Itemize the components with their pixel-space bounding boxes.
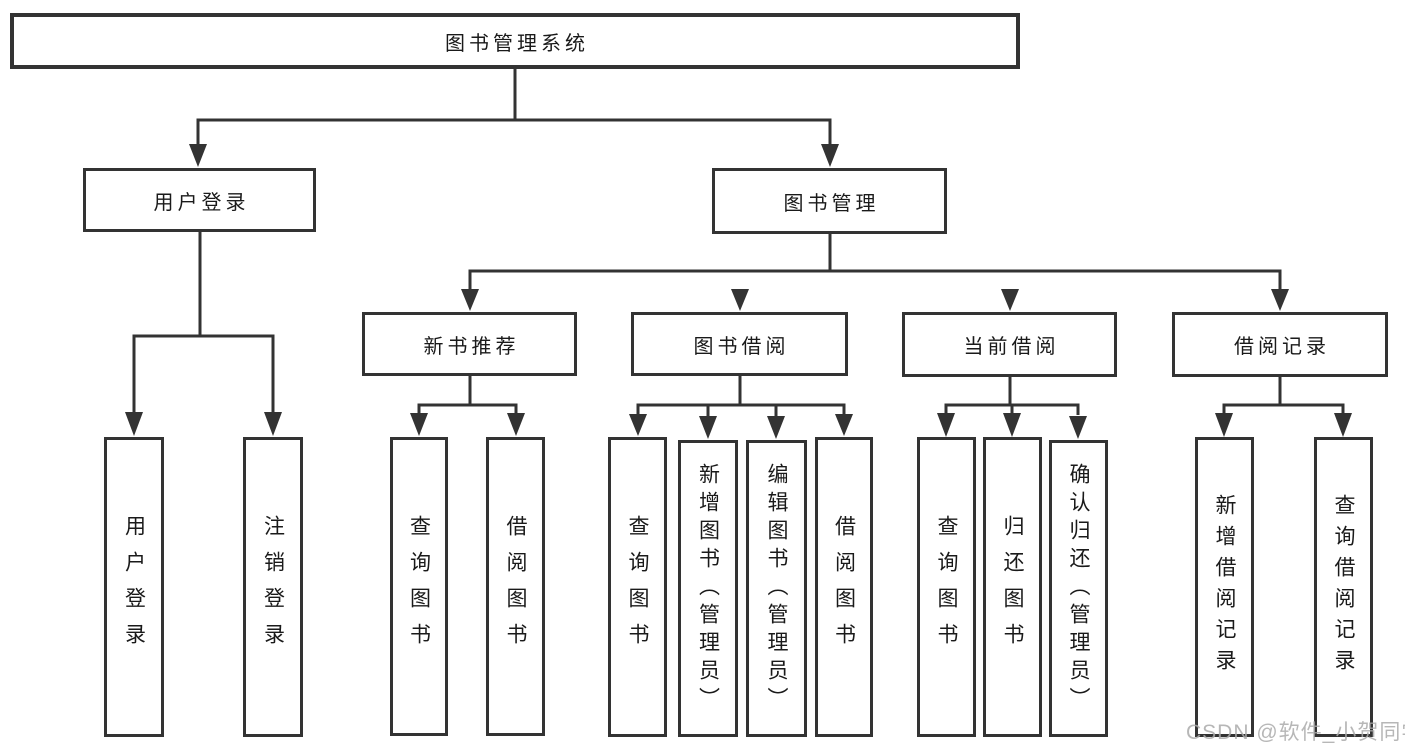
node-label: 借阅记录 — [1234, 336, 1330, 358]
node-label: 图书管理 — [783, 192, 880, 215]
leaf-borrow-books: 借阅图书 — [486, 437, 545, 736]
csdn-watermark: CSDN @软件_小贺同学 — [1186, 721, 1405, 744]
leaf-label: 查询借阅记录 — [1332, 494, 1355, 680]
connector-borrow-records-branch — [1222, 376, 1345, 415]
leaf-add-borrow-record: 新增借阅记录 — [1195, 437, 1254, 737]
arrowhead-icons — [125, 144, 1352, 439]
node-book-management: 图书管理 — [712, 168, 947, 234]
node-new-book-recommend: 新书推荐 — [362, 312, 577, 376]
leaf-return-books: 归还图书 — [983, 437, 1042, 737]
leaf-query-books: 查询图书 — [917, 437, 976, 737]
node-label: 用户登录 — [153, 191, 250, 214]
leaf-label: 查询图书 — [407, 514, 431, 659]
leaf-label: 查询图书 — [935, 515, 958, 659]
connector-book-borrow-branch — [636, 375, 846, 418]
leaf-label: 新增图书（管理员） — [696, 462, 720, 715]
leaf-label: 用户登录 — [122, 515, 146, 659]
connector-new-book-branch — [417, 375, 518, 415]
leaf-label: 归还图书 — [1001, 515, 1024, 659]
leaf-logout: 注销登录 — [243, 437, 303, 737]
leaf-user-login: 用户登录 — [104, 437, 164, 737]
node-user-login: 用户登录 — [83, 168, 316, 232]
node-current-borrow: 当前借阅 — [902, 312, 1117, 377]
leaf-label: 查询图书 — [626, 515, 649, 659]
node-root-label: 图书管理系统 — [445, 32, 589, 55]
leaf-add-books-admin: 新增图书（管理员） — [678, 440, 738, 737]
node-label: 图书借阅 — [693, 335, 790, 358]
node-label: 当前借阅 — [963, 336, 1060, 358]
leaf-query-borrow-record: 查询借阅记录 — [1314, 437, 1373, 737]
leaf-borrow-books: 借阅图书 — [815, 437, 873, 737]
leaf-confirm-return-admin: 确认归还（管理员） — [1049, 440, 1108, 737]
leaf-label: 确认归还（管理员） — [1067, 462, 1090, 715]
leaf-label: 编辑图书（管理员） — [765, 462, 788, 715]
connector-book-management-branch — [468, 234, 1282, 291]
node-book-borrow: 图书借阅 — [631, 312, 848, 376]
leaf-query-books: 查询图书 — [608, 437, 667, 737]
leaf-edit-books-admin: 编辑图书（管理员） — [746, 440, 807, 737]
leaf-label: 注销登录 — [261, 515, 285, 659]
connector-user-login-branch — [132, 232, 275, 414]
leaf-label: 新增借阅记录 — [1213, 494, 1236, 680]
leaf-label: 借阅图书 — [504, 514, 527, 659]
leaf-label: 借阅图书 — [832, 515, 856, 659]
node-label: 新书推荐 — [423, 335, 520, 358]
leaf-query-books: 查询图书 — [390, 437, 448, 736]
connector-current-borrow-branch — [944, 376, 1080, 415]
node-borrow-records: 借阅记录 — [1172, 312, 1388, 377]
node-root: 图书管理系统 — [10, 13, 1020, 69]
connector-root-branch — [196, 66, 832, 147]
